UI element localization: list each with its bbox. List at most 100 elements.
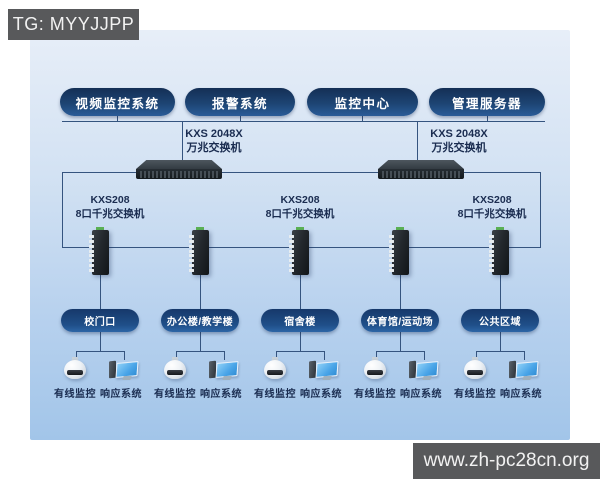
- connector-line: [182, 121, 183, 162]
- monitor-label: 响应系统: [500, 389, 542, 400]
- core-switch-label: KXS 2048X 万兆交换机: [427, 127, 491, 156]
- system-node-monitoring-center: 监控中心: [307, 88, 418, 116]
- access-switch-type: 8口千兆交换机: [457, 207, 527, 220]
- switch-ports: [189, 235, 194, 272]
- connector-line: [417, 121, 418, 162]
- switch-connector-tab: [96, 227, 104, 231]
- switch-body: [92, 230, 109, 275]
- access-switch-label: KXS208 8口千兆交换机: [447, 194, 537, 221]
- access-switch-type: 8口千兆交换机: [75, 207, 145, 220]
- switch-body: [192, 230, 209, 275]
- system-node-video-surveillance: 视频监控系统: [60, 88, 175, 116]
- system-node-label: 报警系统: [211, 96, 268, 111]
- connector-line: [176, 351, 225, 352]
- connector-line: [276, 351, 277, 360]
- camera-mount: [472, 357, 478, 361]
- rack-ports: [382, 170, 460, 178]
- access-switch-icon: [86, 227, 114, 277]
- location-pill-office-teaching: 办公楼/教学楼: [161, 309, 239, 332]
- location-label: 公共区域: [479, 317, 521, 328]
- core-switch-model: KXS 2048X: [185, 128, 243, 140]
- camera-label: 有线监控: [54, 389, 96, 400]
- rack-top-face: [136, 160, 222, 169]
- location-label: 体育馆/运动场: [366, 317, 434, 328]
- switch-connector-tab: [396, 227, 404, 231]
- connector-line: [376, 351, 425, 352]
- connector-line: [224, 351, 225, 360]
- monitor-icon: [407, 357, 439, 385]
- switch-connector-tab: [496, 227, 504, 231]
- connector-line: [500, 262, 501, 352]
- connector-line: [62, 172, 540, 173]
- monitor-icon: [107, 357, 139, 385]
- location-label: 办公楼/教学楼: [166, 317, 234, 328]
- camera-mount: [272, 357, 278, 361]
- camera-label: 有线监控: [154, 389, 196, 400]
- camera-mount: [172, 357, 178, 361]
- camera-visor: [267, 370, 283, 375]
- connector-line: [62, 172, 63, 248]
- connector-line: [476, 351, 477, 360]
- core-switch-type: 万兆交换机: [431, 142, 487, 155]
- monitor-icon: [207, 357, 239, 385]
- switch-ports: [389, 235, 394, 272]
- connector-line: [476, 351, 525, 352]
- connector-line: [117, 116, 118, 121]
- monitor-label: 响应系统: [400, 389, 442, 400]
- access-switch-model: KXS208: [280, 194, 320, 206]
- switch-body: [392, 230, 409, 275]
- connector-line: [424, 351, 425, 360]
- dome-camera-icon: [461, 357, 489, 385]
- connector-line: [240, 116, 241, 121]
- connector-line: [376, 351, 377, 360]
- core-switch-type: 万兆交换机: [186, 142, 242, 155]
- switch-connector-tab: [296, 227, 304, 231]
- monitor-icon: [507, 357, 539, 385]
- connector-line: [524, 351, 525, 360]
- location-pill-dormitory: 宿舍楼: [261, 309, 339, 332]
- camera-visor: [167, 370, 183, 375]
- connector-line: [400, 262, 401, 352]
- connector-line: [300, 262, 301, 352]
- access-switch-type: 8口千兆交换机: [265, 207, 335, 220]
- connector-line: [362, 116, 363, 121]
- access-switch-icon: [386, 227, 414, 277]
- connector-line: [324, 351, 325, 360]
- connector-line: [176, 351, 177, 360]
- connector-line: [200, 262, 201, 352]
- connector-line: [124, 351, 125, 360]
- core-switch-icon: [136, 160, 222, 180]
- camera-mount: [372, 357, 378, 361]
- location-label: 校门口: [84, 317, 116, 328]
- monitor-stand: [222, 376, 232, 380]
- switch-ports: [489, 235, 494, 272]
- core-switch-model: KXS 2048X: [430, 128, 488, 140]
- connector-line: [76, 351, 77, 360]
- monitor-stand: [522, 376, 532, 380]
- monitor-label: 响应系统: [100, 389, 142, 400]
- dome-camera-icon: [361, 357, 389, 385]
- switch-ports: [89, 235, 94, 272]
- system-node-alarm: 报警系统: [185, 88, 295, 116]
- camera-visor: [67, 370, 83, 375]
- system-node-management-server: 管理服务器: [429, 88, 545, 116]
- switch-body: [492, 230, 509, 275]
- camera-label: 有线监控: [254, 389, 296, 400]
- system-node-label: 管理服务器: [451, 96, 522, 111]
- connector-line: [276, 351, 325, 352]
- rack-top-face: [378, 160, 464, 169]
- access-switch-label: KXS208 8口千兆交换机: [255, 194, 345, 221]
- rack-ports: [140, 170, 218, 178]
- monitor-stand: [422, 376, 432, 380]
- monitor-label: 响应系统: [200, 389, 242, 400]
- access-switch-icon: [186, 227, 214, 277]
- monitor-icon: [307, 357, 339, 385]
- camera-visor: [367, 370, 383, 375]
- telegram-watermark-badge: TG: MYYJJPP: [8, 9, 139, 40]
- access-switch-model: KXS208: [472, 194, 512, 206]
- camera-mount: [72, 357, 78, 361]
- location-pill-gym-sports: 体育馆/运动场: [361, 309, 439, 332]
- connector-line: [540, 172, 541, 248]
- connector-line: [100, 262, 101, 352]
